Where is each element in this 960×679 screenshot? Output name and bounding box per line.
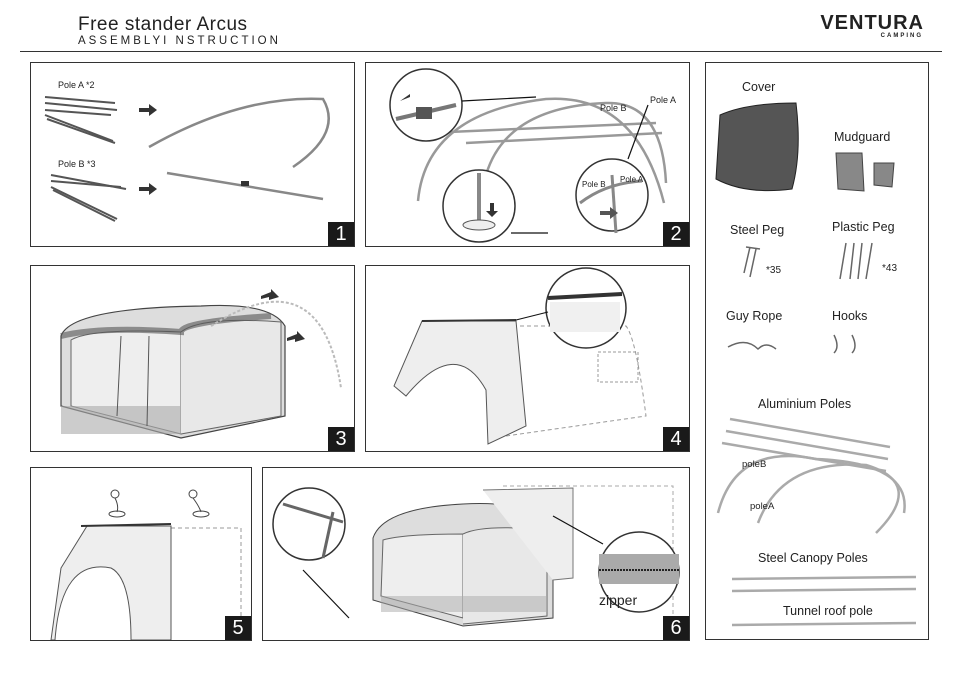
step-3-illustration — [60, 289, 342, 439]
inset-pole-b-label: Pole B — [582, 180, 606, 189]
mudguard-label: Mudguard — [834, 130, 891, 144]
step-1-panel: Pole A *2 Pole B *3 1 — [30, 62, 355, 247]
cover-label: Cover — [742, 80, 776, 94]
step-5-panel: 5 — [30, 467, 252, 641]
guy-rope-label: Guy Rope — [726, 309, 783, 323]
step-6-illustration — [272, 485, 680, 628]
step-3-panel: 3 — [30, 265, 355, 452]
steel-peg-label: Steel Peg — [730, 223, 785, 237]
step-number-2: 2 — [663, 222, 689, 246]
plastic-peg-quantity: *43 — [882, 263, 898, 274]
steel-peg-quantity: *35 — [766, 265, 782, 276]
brand-subtitle: CAMPING — [880, 33, 923, 39]
hooks-label: Hooks — [832, 309, 868, 323]
parts-illustration — [715, 102, 917, 627]
brand-logo: VENTURA — [820, 12, 924, 34]
pole-a-label: Pole A *2 — [58, 80, 95, 90]
pole-a-part-label: poleA — [750, 501, 775, 512]
plastic-peg-label: Plastic Peg — [832, 220, 895, 234]
tunnel-roof-pole-label: Tunnel roof pole — [783, 604, 873, 618]
pole-b-part-label: poleB — [742, 459, 767, 470]
step-number-3: 3 — [328, 427, 354, 451]
step-2-panel: Pole B Pole A Pole B Pole A 2 — [365, 62, 690, 247]
zipper-label: zipper — [599, 592, 638, 608]
parts-list-panel: Cover Mudguard Steel Peg *35 Plastic Peg… — [705, 62, 929, 640]
step-number-4: 4 — [663, 427, 689, 451]
step-number-6: 6 — [663, 616, 689, 640]
step-5-illustration — [50, 489, 242, 640]
page-title: Free stander Arcus — [78, 14, 248, 35]
pole-b-label: Pole B — [600, 103, 627, 113]
step-4-panel: 4 — [365, 265, 690, 452]
step-6-panel: zipper 6 — [262, 467, 690, 641]
header-divider — [20, 51, 942, 52]
inset-pole-a-label: Pole A — [620, 175, 644, 184]
step-number-1: 1 — [328, 222, 354, 246]
step-2-illustration — [389, 68, 668, 243]
step-number-5: 5 — [225, 616, 251, 640]
page-subtitle: ASSEMBLYI NSTRUCTION — [78, 35, 281, 47]
aluminium-poles-label: Aluminium Poles — [758, 397, 852, 411]
steel-canopy-poles-label: Steel Canopy Poles — [758, 551, 868, 565]
step-4-illustration — [393, 267, 647, 445]
pole-a-label: Pole A — [650, 95, 677, 105]
pole-b-label: Pole B *3 — [58, 159, 96, 169]
step-1-illustration — [44, 96, 330, 222]
